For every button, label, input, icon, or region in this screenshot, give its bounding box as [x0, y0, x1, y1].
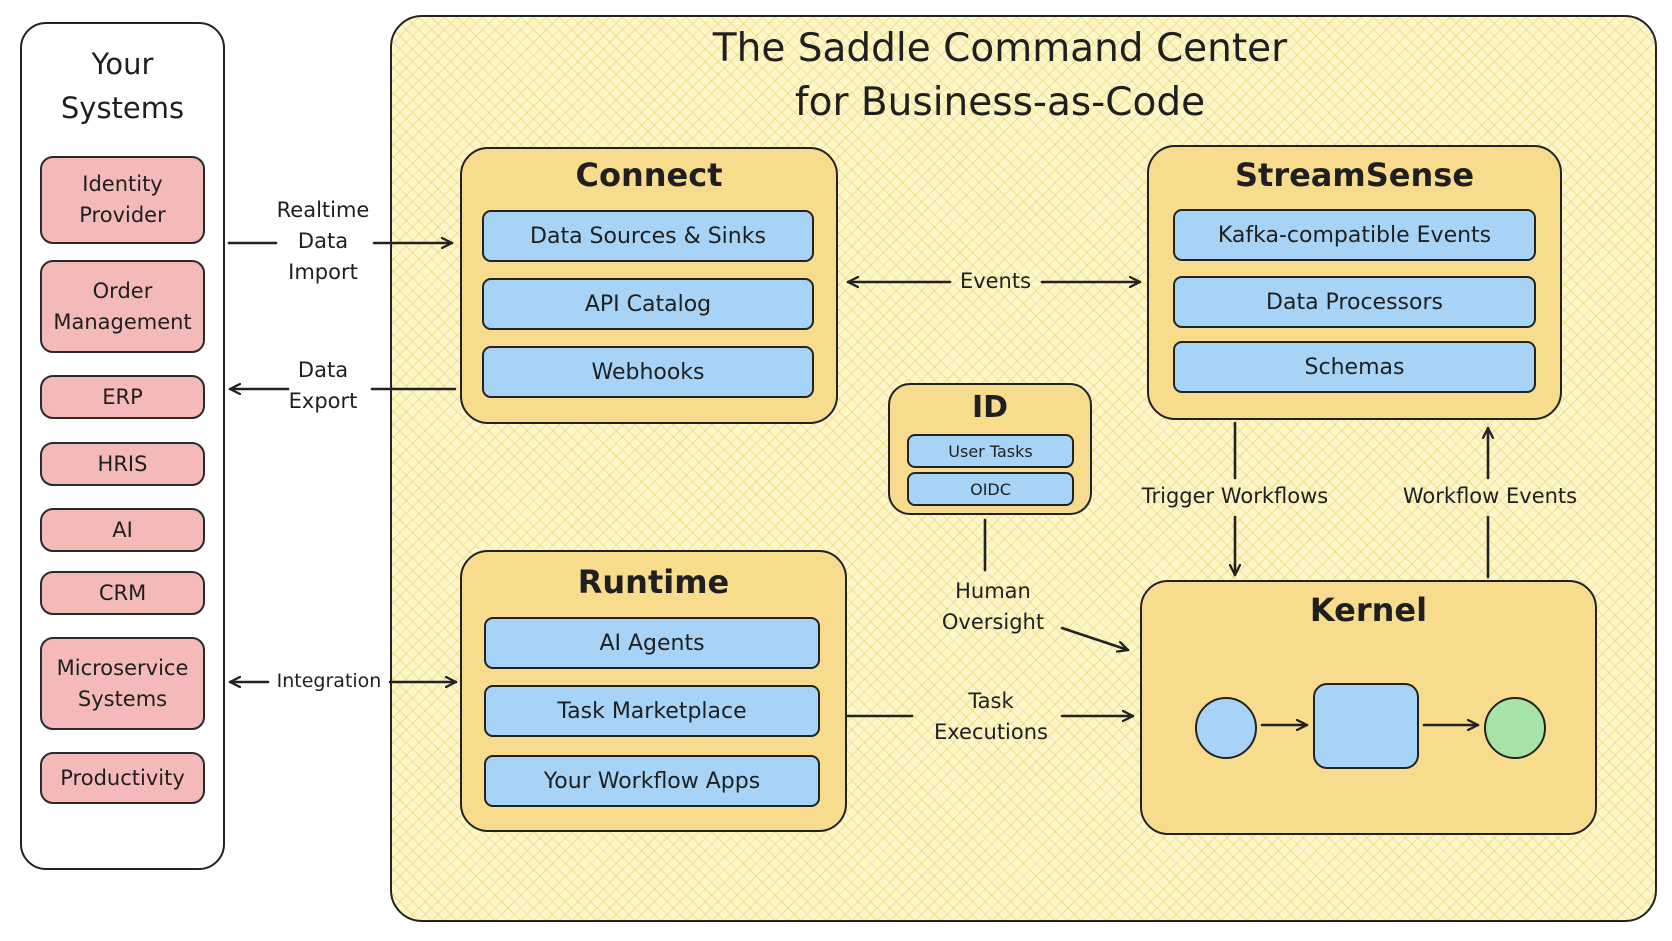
id-oidc: OIDC: [907, 472, 1074, 506]
connect-data-sources-sinks: Data Sources & Sinks: [482, 210, 814, 262]
system-identity-provider: Identity Provider: [40, 156, 205, 244]
system-hris: HRIS: [40, 442, 205, 486]
streamsense-data-processors: Data Processors: [1173, 276, 1536, 328]
runtime-task-marketplace: Task Marketplace: [484, 685, 820, 737]
your-systems-title: Your Systems: [60, 47, 185, 125]
system-crm: CRM: [40, 571, 205, 615]
kernel-task-node: [1313, 683, 1419, 769]
command-center-title: The Saddle Command Center for Business-a…: [712, 26, 1288, 125]
id-user-tasks: User Tasks: [907, 434, 1074, 468]
system-ai: AI: [40, 508, 205, 552]
runtime-title: Runtime: [577, 563, 730, 601]
arrow-human-oversight-head: [1060, 626, 1130, 650]
system-microservice-systems: Microservice Systems: [40, 637, 205, 730]
system-erp: ERP: [40, 375, 205, 419]
runtime-ai-agents: AI Agents: [484, 617, 820, 669]
connect-title: Connect: [575, 156, 723, 194]
label-human-oversight: Human Oversight: [941, 579, 1045, 634]
connect-webhooks: Webhooks: [482, 346, 814, 398]
label-realtime-data-import: Realtime Data Import: [276, 198, 370, 284]
kernel-start-node: [1195, 697, 1257, 759]
label-events: Events: [959, 269, 1032, 293]
label-trigger-workflows: Trigger Workflows: [1141, 484, 1329, 508]
streamsense-kafka-events: Kafka-compatible Events: [1173, 209, 1536, 261]
runtime-workflow-apps: Your Workflow Apps: [484, 755, 820, 807]
kernel-end-node: [1484, 697, 1546, 759]
system-productivity: Productivity: [40, 752, 205, 804]
label-integration: Integration: [276, 670, 382, 692]
connect-api-catalog: API Catalog: [482, 278, 814, 330]
system-order-management: Order Management: [40, 260, 205, 353]
streamsense-title: StreamSense: [1234, 156, 1475, 194]
kernel-title: Kernel: [1309, 591, 1428, 629]
label-task-executions: Task Executions: [934, 689, 1048, 744]
label-workflow-events: Workflow Events: [1402, 484, 1578, 508]
label-data-export: Data Export: [288, 358, 358, 413]
streamsense-schemas: Schemas: [1173, 341, 1536, 393]
id-title: ID: [971, 390, 1009, 425]
